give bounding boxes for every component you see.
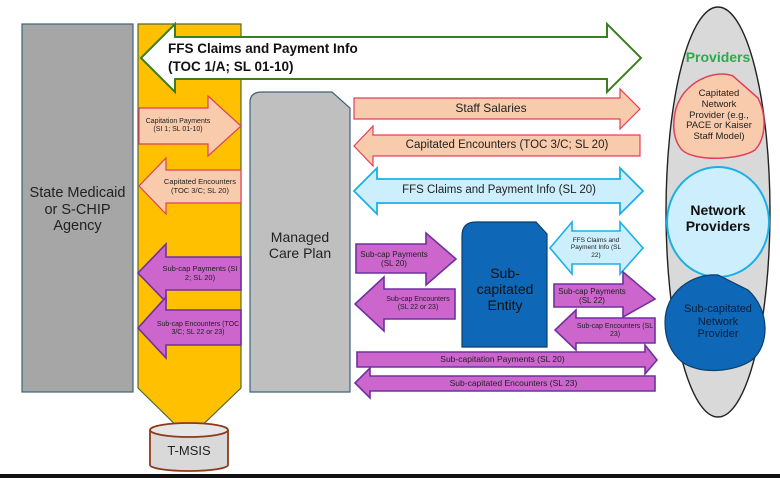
capitation-payments-arrow	[138, 94, 242, 158]
subcap-encounters-left-arrow	[136, 294, 242, 361]
staff-salaries-arrow	[353, 87, 641, 131]
providers-title: Providers	[685, 48, 751, 65]
capitated-network-provider-label: Capitated Network Provider (e.g., PACE o…	[686, 87, 752, 143]
subcapitated-entity-label: Sub-capitated Entity	[476, 264, 534, 314]
capitated-encounters-left-arrow	[138, 156, 242, 216]
ffs-top-double-arrow	[139, 21, 643, 95]
subcap-encounters-left-label: Sub-cap Encounters (TOC 3/C; SL 22 or 23…	[156, 320, 240, 336]
subcap-payments-sub-label: Sub-cap Payments (SL 22)	[558, 286, 626, 305]
subcap-payments-left-label: Sub-cap Payments (SI 2; SL 20)	[162, 264, 238, 282]
subcap-encounters-mcp-label: Sub-cap Encounters (SL 22 or 23)	[386, 295, 450, 311]
staff-salaries-label: Staff Salaries	[455, 101, 527, 116]
ffs-top-label-line2: (TOC 1/A; SL 01-10)	[168, 59, 294, 75]
ffs-mid-double-arrow	[352, 165, 645, 217]
subcapitated-encounters-label: Sub-capitated Encounters (SL 23)	[449, 377, 578, 388]
subcapitated-encounters-arrow	[353, 366, 656, 400]
subcap-payments-left-arrow	[136, 242, 242, 304]
capitation-payments-label: Capitation Payments (SI 1; SL 01-10)	[145, 117, 211, 133]
state-agency-label: State Medicaid or S-CHIP Agency	[29, 184, 126, 235]
subcap-payments-sub-arrow	[553, 270, 657, 319]
managed-care-plan-label: Managed Care Plan	[268, 228, 332, 261]
capitated-network-provider-shape	[673, 73, 765, 159]
capitated-encounters-mid-arrow	[353, 124, 641, 168]
bottom-border	[0, 474, 780, 478]
subcap-payments-mcp-label: Sub-cap Payments (SL 20)	[360, 249, 428, 268]
ffs-mid-label: FFS Claims and Payment Info (SL 20)	[402, 184, 596, 197]
ffs-sub-double-arrow	[548, 219, 645, 277]
managed-care-plan-box	[249, 91, 351, 393]
ffs-top-label-line1: FFS Claims and Payment Info	[168, 41, 358, 57]
network-providers-label: Network Providers	[685, 201, 751, 234]
ffs-sub-label: FFS Claims and Payment Info (SL 22)	[570, 236, 622, 259]
state-to-tmsis-band	[137, 23, 242, 439]
subcap-encounters-mcp-arrow	[353, 275, 456, 333]
capitated-encounters-left-label: Capitated Encounters (TOC 3/C; SL 20)	[163, 176, 237, 195]
subcapitated-network-provider-label: Sub-capitated Network Provider	[684, 303, 752, 341]
subcapitated-network-provider-shape	[664, 274, 766, 372]
subcapitated-entity-box	[461, 221, 548, 348]
tmsis-label: T-MSIS	[167, 442, 211, 458]
subcap-encounters-sub-arrow	[553, 308, 656, 352]
capitated-encounters-mid-label: Capitated Encounters (TOC 3/C; SL 20)	[405, 139, 609, 152]
subcapitation-payments-label: Sub-capitation Payments (SL 20)	[440, 353, 565, 364]
subcap-payments-mcp-arrow	[355, 231, 458, 287]
tmsis-cylinder	[149, 422, 229, 472]
subcap-encounters-sub-label: Sub-cap Encounters (SL 23)	[576, 322, 654, 338]
subcapitation-payments-arrow	[356, 342, 659, 377]
state-agency-box	[21, 23, 134, 393]
